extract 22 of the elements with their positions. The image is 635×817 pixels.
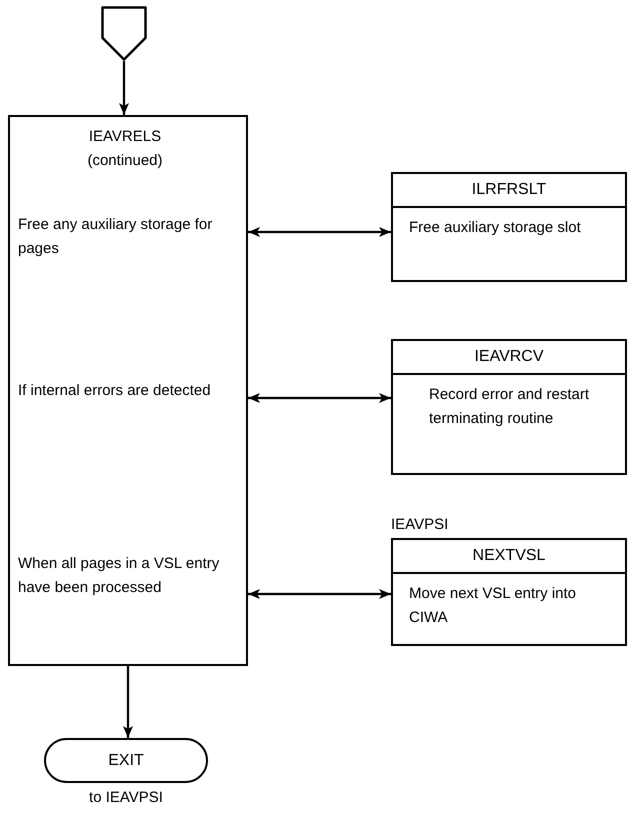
step-text: Free any auxiliary storage for pages — [18, 215, 214, 259]
step-text: When all pages in a VSL entry have been processed — [18, 554, 220, 598]
module-name: ILRFRSLT — [393, 174, 625, 208]
module-description: Free auxiliary storage slot — [408, 218, 582, 238]
module-name: NEXTVSL — [393, 540, 625, 574]
module-description: Move next VSL entry into CIWA — [408, 584, 578, 628]
process-box — [8, 115, 248, 666]
module-box — [391, 172, 627, 282]
arrow — [123, 666, 133, 738]
module-name-label: to IEAVPSI — [88, 788, 164, 808]
step-text: If internal errors are detected — [18, 381, 212, 401]
module-name: IEAVRCV — [393, 341, 625, 375]
module-box — [391, 538, 627, 646]
module-box — [391, 339, 627, 475]
module-title: IEAVRELS (continued) — [86, 127, 164, 171]
module-name-label: IEAVPSI — [391, 515, 448, 535]
arrow — [248, 393, 391, 403]
off-page-connector — [101, 6, 147, 61]
module-description: Record error and restart terminating routine — [428, 385, 590, 429]
arrow — [248, 589, 391, 599]
arrow — [248, 227, 391, 237]
arrow — [119, 61, 129, 115]
